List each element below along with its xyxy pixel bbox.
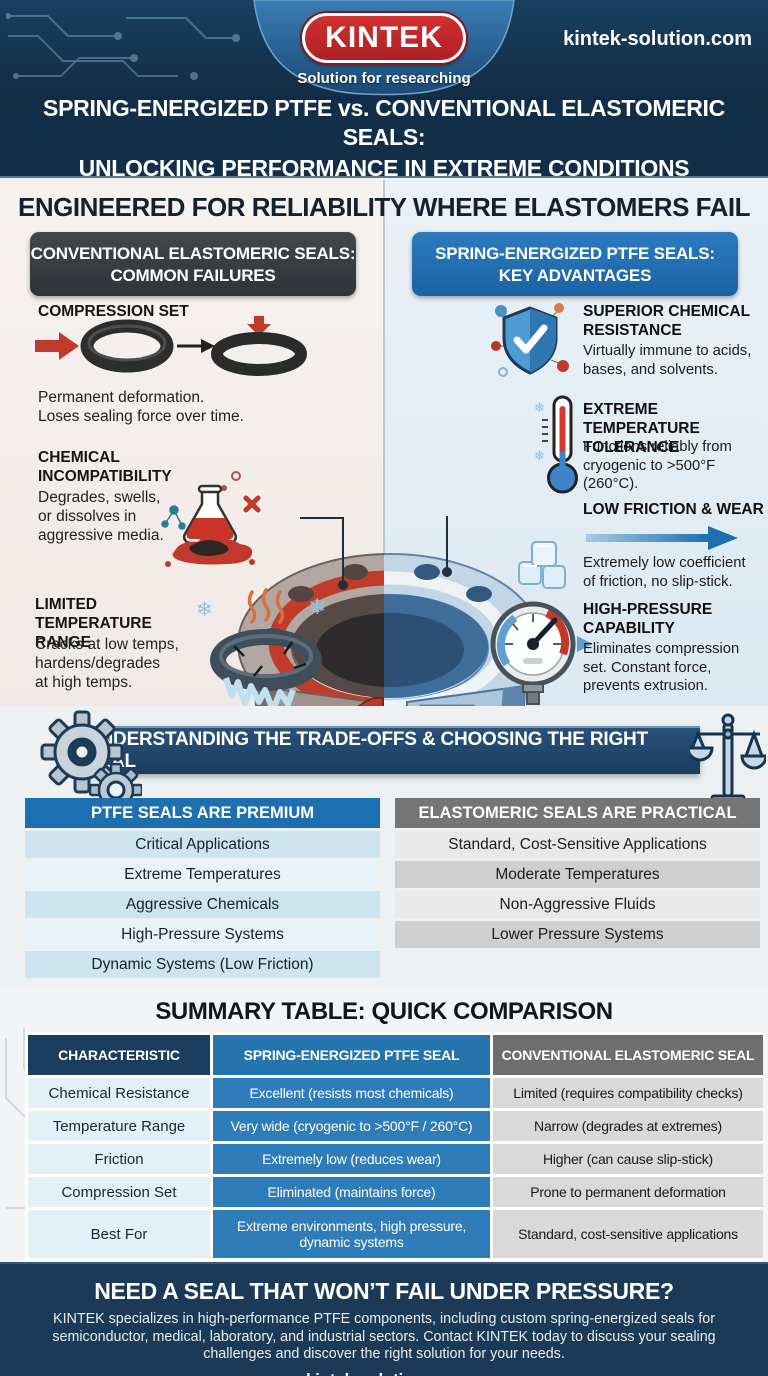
thermometer-icon: ❄ ❄ [534, 395, 578, 494]
cracked-frozen-ring-icon: ❄ ❄ [196, 588, 326, 706]
table-cell: Compression Set [28, 1177, 210, 1207]
ptfe-advantages-header-line2: KEY ADVANTAGES [498, 265, 652, 285]
table-cell: Narrow (degrades at extremes) [493, 1111, 763, 1141]
main-title-line1: SPRING-ENERGIZED PTFE vs. CONVENTIONAL E… [43, 94, 725, 150]
table-cell: Limited (requires compatibility checks) [493, 1078, 763, 1108]
ptfe-advantages-header-line1: SPRING-ENERGIZED PTFE SEALS: [435, 243, 715, 263]
list-item: Non-Aggressive Fluids [395, 891, 760, 918]
table-cell: Extreme environments, high pressure, dyn… [213, 1210, 490, 1258]
comparison-section: ENGINEERED FOR RELIABILITY WHERE ELASTOM… [0, 180, 768, 882]
summary-section: SUMMARY TABLE: QUICK COMPARISON CHARACTE… [0, 988, 768, 1262]
table-cell: Standard, cost-sensitive applications [493, 1210, 763, 1258]
tradeoffs-banner: UNDERSTANDING THE TRADE-OFFS & CHOOSING … [86, 726, 700, 774]
table-column-header: CONVENTIONAL ELASTOMERIC SEAL [493, 1035, 763, 1075]
tradeoffs-banner-text: UNDERSTANDING THE TRADE-OFFS & CHOOSING … [86, 729, 648, 772]
table-cell: Friction [28, 1144, 210, 1174]
pressure-gauge-icon [490, 601, 593, 705]
flask-spill-icon [161, 471, 261, 567]
advantage-item-desc: Virtually immune to acids, bases, and so… [583, 343, 752, 378]
failure-item-desc: Cracks at low temps, hardens/degrades at… [35, 636, 179, 691]
elastomeric-failures-header: CONVENTIONAL ELASTOMERIC SEALS: COMMON F… [30, 232, 356, 296]
logo-text: KINTEK [325, 21, 443, 54]
failure-item-title: CHEMICAL INCOMPATIBILITY [38, 449, 172, 485]
ptfe-panel-header: PTFE SEALS ARE PREMIUM [25, 798, 380, 828]
advantage-item-desc: Functions reliably from cryogenic to >50… [583, 439, 732, 492]
failure-item-title: LIMITED TEMPERATURE RANGE [35, 596, 152, 651]
header-bar: KINTEK Solution for researching kintek-s… [0, 0, 768, 100]
website-url-top: kintek-solution.com [563, 28, 752, 50]
ice-cubes-icon [518, 541, 566, 589]
failure-item-title: COMPRESSION SET [38, 303, 189, 320]
list-item: High-Pressure Systems [25, 921, 380, 948]
elastomeric-panel-header: ELASTOMERIC SEALS ARE PRACTICAL [395, 798, 760, 828]
footer-heading: NEED A SEAL THAT WON’T FAIL UNDER PRESSU… [94, 1278, 674, 1304]
advantage-item-title: SUPERIOR CHEMICAL RESISTANCE [583, 303, 751, 339]
advantage-item-title: EXTREME TEMPERATURE TOLERANCE [583, 401, 700, 456]
table-cell: Best For [28, 1210, 210, 1258]
list-item: Standard, Cost-Sensitive Applications [395, 831, 760, 858]
o-ring-deformation-icon [35, 316, 307, 376]
advantage-item-desc: Extremely low coefficient of friction, n… [583, 555, 746, 590]
table-cell: Chemical Resistance [28, 1078, 210, 1108]
circuit-pattern-icon [6, 13, 240, 80]
ptfe-premium-panel: PTFE SEALS ARE PREMIUM Critical Applicat… [25, 798, 380, 978]
balance-scale-icon [690, 713, 766, 806]
kintek-logo: KINTEK [302, 13, 466, 63]
friction-arrow-icon [586, 526, 738, 550]
advantage-item-desc: Eliminates compression set. Constant for… [583, 641, 740, 694]
footer-body: KINTEK specializes in high-performance P… [52, 1311, 716, 1362]
table-column-header: SPRING-ENERGIZED PTFE SEAL [213, 1035, 490, 1075]
advantage-item-title: HIGH-PRESSURE CAPABILITY [583, 601, 713, 637]
logo-tagline: Solution for researching [297, 70, 471, 87]
tradeoffs-section: UNDERSTANDING THE TRADE-OFFS & CHOOSING … [0, 706, 768, 988]
advantage-item-title: LOW FRICTION & WEAR [583, 501, 764, 518]
gears-icon [40, 710, 142, 812]
list-item: Lower Pressure Systems [395, 921, 760, 948]
table-cell: Eliminated (maintains force) [213, 1177, 490, 1207]
section-heading: ENGINEERED FOR RELIABILITY WHERE ELASTOM… [18, 192, 750, 222]
svg-text:❄: ❄ [534, 400, 545, 415]
svg-text:❄: ❄ [196, 599, 213, 621]
table-cell: Temperature Range [28, 1111, 210, 1141]
table-cell: Extremely low (reduces wear) [213, 1144, 490, 1174]
ptfe-advantages-header: SPRING-ENERGIZED PTFE SEALS: KEY ADVANTA… [412, 232, 738, 296]
table-column-header: CHARACTERISTIC [28, 1035, 210, 1075]
table-cell: Higher (can cause slip-stick) [493, 1144, 763, 1174]
table-cell: Very wide (cryogenic to >500°F / 260°C) [213, 1111, 490, 1141]
svg-text:❄: ❄ [534, 448, 545, 463]
website-url-bottom: kintek-solution.com [306, 1371, 462, 1376]
failure-item-desc: Degrades, swells, or dissolves in aggres… [38, 489, 164, 544]
list-item: Critical Applications [25, 831, 380, 858]
list-item: Dynamic Systems (Low Friction) [25, 951, 380, 978]
footer-cta: NEED A SEAL THAT WON’T FAIL UNDER PRESSU… [0, 1262, 768, 1376]
table-cell: Prone to permanent deformation [493, 1177, 763, 1207]
list-item: Moderate Temperatures [395, 861, 760, 888]
list-item: Extreme Temperatures [25, 861, 380, 888]
table-cell: Excellent (resists most chemicals) [213, 1078, 490, 1108]
elastomeric-failures-header-line1: CONVENTIONAL ELASTOMERIC SEALS: [30, 243, 356, 263]
list-item: Aggressive Chemicals [25, 891, 380, 918]
main-title-line2: UNLOCKING PERFORMANCE IN EXTREME CONDITI… [78, 154, 690, 181]
svg-text:❄: ❄ [308, 594, 326, 619]
main-title: SPRING-ENERGIZED PTFE vs. CONVENTIONAL E… [0, 95, 768, 181]
summary-table-title: SUMMARY TABLE: QUICK COMPARISON [155, 998, 613, 1025]
elastomeric-failures-header-line2: COMMON FAILURES [110, 265, 276, 285]
center-divider [383, 180, 385, 706]
elastomeric-practical-panel: ELASTOMERIC SEALS ARE PRACTICAL Standard… [395, 798, 760, 948]
shield-check-icon [491, 303, 569, 377]
comparison-table: CHARACTERISTIC SPRING-ENERGIZED PTFE SEA… [25, 1032, 763, 1261]
failure-item-desc: Permanent deformation. Loses sealing for… [38, 389, 244, 425]
